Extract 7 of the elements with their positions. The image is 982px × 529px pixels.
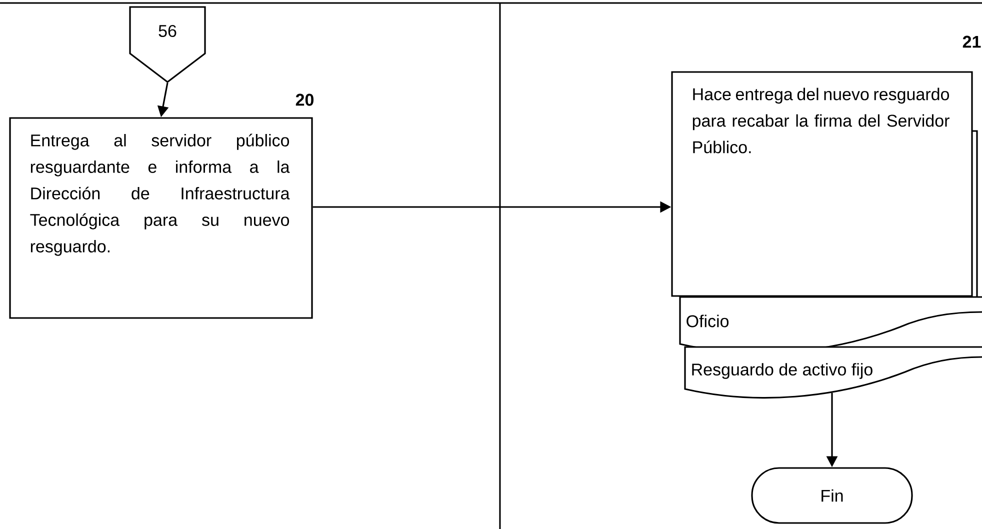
process-box: Entrega al servidor público resguardante e informa a la Dirección de Infraestructura Tecnológica para su nuevo resguardo. <box>9 117 313 319</box>
step-number: 21 <box>962 36 981 48</box>
node-label: Oficio <box>686 314 729 328</box>
node-label: Resguardo de activo fijo <box>692 363 872 379</box>
offpage-connector: 56 <box>129 6 206 83</box>
step-number: 20 <box>296 94 314 106</box>
terminator: Fin <box>751 467 913 524</box>
